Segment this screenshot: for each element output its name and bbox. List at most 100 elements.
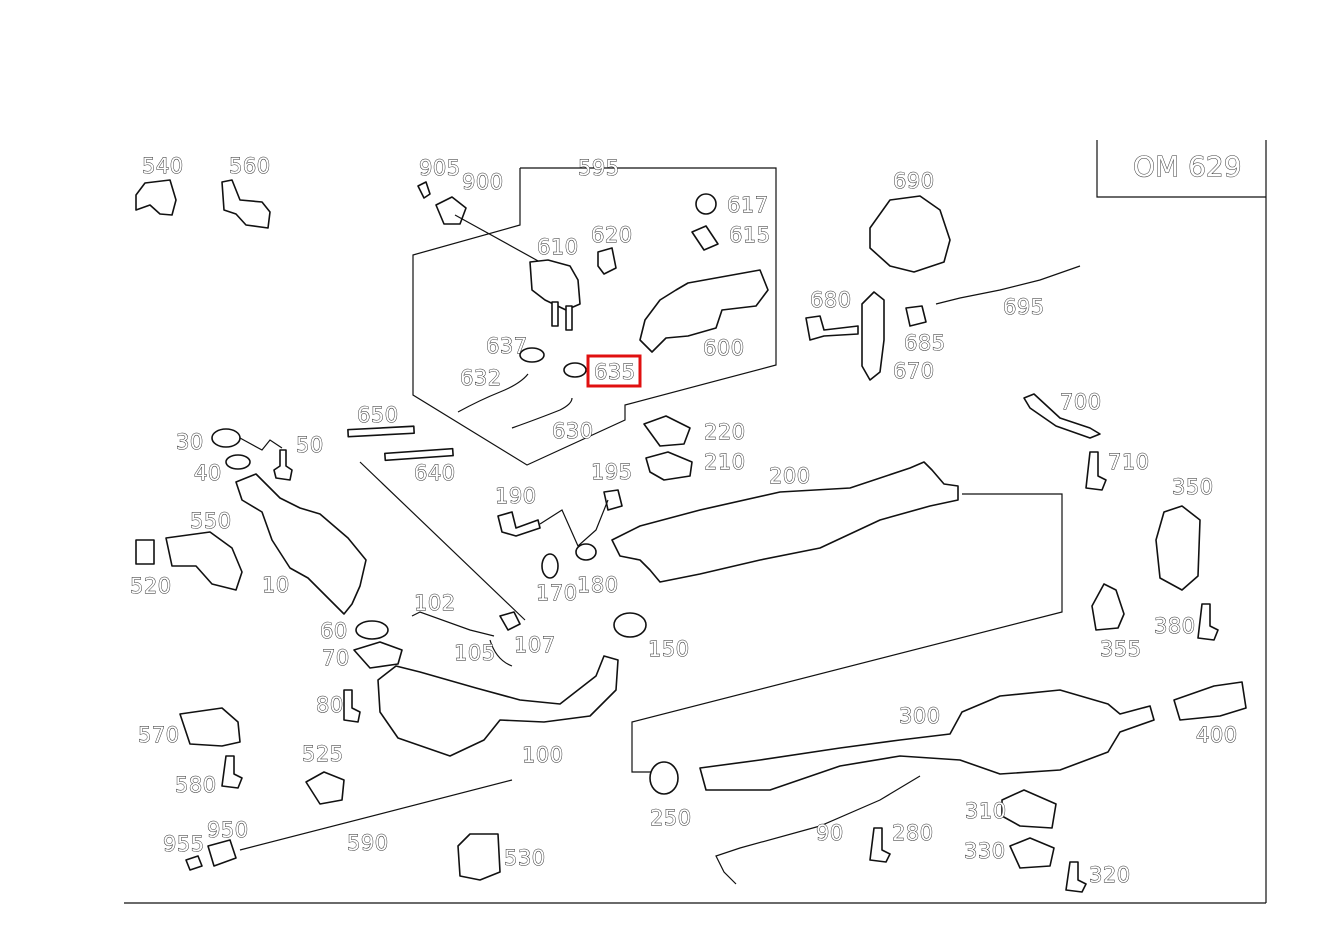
part-150-clamp [613, 612, 647, 638]
label-300[interactable]: 300 [899, 704, 941, 729]
label-540[interactable]: 540 [142, 154, 184, 179]
label-600[interactable]: 600 [703, 336, 745, 361]
part-350-bracket [1155, 505, 1201, 591]
leader-900 [454, 214, 541, 263]
engine-code: OM 629 [1133, 150, 1242, 183]
label-210[interactable]: 210 [704, 450, 746, 475]
label-190[interactable]: 190 [495, 484, 537, 509]
part-210-rubber-mount [645, 451, 693, 481]
label-595[interactable]: 595 [578, 156, 620, 181]
label-570[interactable]: 570 [138, 723, 180, 748]
part-530-holder [457, 833, 501, 881]
label-955[interactable]: 955 [163, 832, 205, 857]
label-105[interactable]: 105 [454, 641, 496, 666]
label-630[interactable]: 630 [552, 419, 594, 444]
part-220-bracket [643, 415, 691, 447]
part-550-shield [165, 531, 243, 591]
label-70[interactable]: 70 [322, 646, 350, 671]
part-630-hose [511, 397, 573, 429]
part-610-pressure-sensor [529, 259, 581, 311]
label-950[interactable]: 950 [207, 818, 249, 843]
label-680[interactable]: 680 [810, 288, 852, 313]
part-300-rear-muffler [699, 689, 1155, 791]
label-170[interactable]: 170 [536, 581, 578, 606]
label-30[interactable]: 30 [176, 430, 204, 455]
label-400[interactable]: 400 [1196, 723, 1238, 748]
label-310[interactable]: 310 [965, 799, 1007, 824]
part-617-nut [695, 193, 717, 215]
label-615[interactable]: 615 [729, 223, 771, 248]
part-70-flange [353, 641, 403, 669]
part-105-line [489, 639, 513, 667]
label-280[interactable]: 280 [892, 821, 934, 846]
label-320[interactable]: 320 [1089, 863, 1131, 888]
group-640-leader [359, 461, 526, 621]
part-637-clamp [519, 347, 545, 363]
label-150[interactable]: 150 [648, 637, 690, 662]
label-637[interactable]: 637 [486, 334, 528, 359]
label-617[interactable]: 617 [727, 193, 769, 218]
part-380-bolt [1197, 603, 1219, 641]
label-700[interactable]: 700 [1060, 390, 1102, 415]
label-355[interactable]: 355 [1100, 637, 1142, 662]
part-100-particle-filter [377, 655, 619, 757]
label-102[interactable]: 102 [414, 591, 456, 616]
part-180-clamp [575, 543, 597, 561]
label-180[interactable]: 180 [577, 573, 619, 598]
label-670[interactable]: 670 [893, 359, 935, 384]
leader-50 [239, 437, 283, 451]
label-695[interactable]: 695 [1003, 295, 1045, 320]
label-60[interactable]: 60 [320, 619, 348, 644]
label-525[interactable]: 525 [302, 742, 344, 767]
label-220[interactable]: 220 [704, 420, 746, 445]
label-905[interactable]: 905 [419, 156, 461, 181]
part-620-nut [597, 247, 617, 275]
label-250[interactable]: 250 [650, 806, 692, 831]
part-200-front-pipe [611, 461, 959, 583]
label-80[interactable]: 80 [316, 693, 344, 718]
group-595-outline [412, 167, 777, 466]
part-695-lambda-sensor [935, 265, 1081, 305]
part-195-nut [603, 489, 623, 511]
part-170-gasket [541, 553, 559, 579]
part-190-bolt [497, 511, 541, 537]
label-50[interactable]: 50 [296, 433, 324, 458]
label-550[interactable]: 550 [190, 509, 232, 534]
label-330[interactable]: 330 [964, 839, 1006, 864]
label-900[interactable]: 900 [462, 170, 504, 195]
part-400-tail-pipe [1173, 681, 1247, 721]
part-950-sensor [207, 839, 237, 867]
label-690[interactable]: 690 [893, 169, 935, 194]
label-90[interactable]: 90 [816, 821, 844, 846]
label-590[interactable]: 590 [347, 831, 389, 856]
part-690-heat-shield [869, 195, 951, 273]
label-200[interactable]: 200 [769, 464, 811, 489]
part-590-cable [239, 779, 513, 851]
part-710-bolt [1085, 451, 1107, 491]
label-635-highlighted[interactable]: 635 [594, 360, 636, 385]
label-560[interactable]: 560 [229, 154, 271, 179]
part-900-cap [435, 196, 467, 225]
label-632[interactable]: 632 [460, 366, 502, 391]
label-100[interactable]: 100 [522, 743, 564, 768]
label-40[interactable]: 40 [194, 461, 222, 486]
leader-190-195 [539, 499, 609, 547]
label-650[interactable]: 650 [357, 403, 399, 428]
label-10[interactable]: 10 [262, 573, 290, 598]
label-520[interactable]: 520 [130, 574, 172, 599]
label-350[interactable]: 350 [1172, 475, 1214, 500]
part-50-bolt [273, 449, 293, 481]
label-685[interactable]: 685 [904, 331, 946, 356]
label-710[interactable]: 710 [1108, 450, 1150, 475]
label-195[interactable]: 195 [591, 460, 633, 485]
label-530[interactable]: 530 [504, 846, 546, 871]
label-580[interactable]: 580 [175, 773, 217, 798]
part-310-bracket [1001, 789, 1057, 829]
label-107[interactable]: 107 [514, 633, 556, 658]
part-10-catalytic-converter [235, 473, 367, 615]
label-640[interactable]: 640 [414, 461, 456, 486]
part-320-bolt [1065, 861, 1087, 893]
label-620[interactable]: 620 [591, 223, 633, 248]
label-380[interactable]: 380 [1154, 614, 1196, 639]
label-610[interactable]: 610 [537, 235, 579, 260]
